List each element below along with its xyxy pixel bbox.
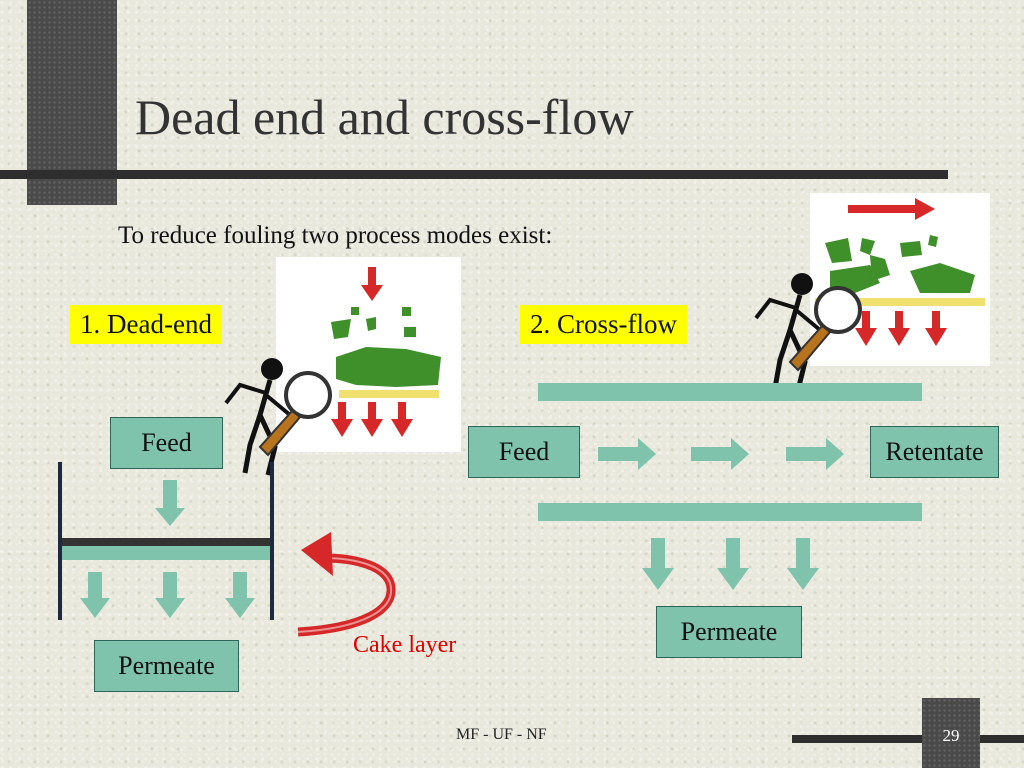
cross-flow-retentate-box: Retentate [870,426,999,478]
dead-end-label: 1. Dead-end [70,305,222,344]
cross-flow-label: 2. Cross-flow [520,305,687,344]
page-number: 29 [922,698,980,768]
cross-flow-permeate-arrows-icon [638,536,828,592]
dead-end-feed-box: Feed [110,417,223,469]
permeate-down-arrows-icon [80,572,255,618]
cross-flow-feed-box: Feed [468,426,580,478]
red-permeate-arrows-icon [855,311,947,346]
magnifier-figure-icon [750,270,865,395]
cross-flow-membrane [538,503,922,521]
membrane-strip [815,298,985,306]
title-underline [0,170,948,179]
cross-flow-particles-illustration [810,193,990,366]
dead-end-permeate-box: Permeate [94,640,239,692]
feed-down-arrow-icon [155,480,185,526]
cake-layer-label: Cake layer [353,632,457,658]
dead-end-vessel [55,460,280,630]
membrane-strip [339,390,439,398]
footer-line-left [792,735,922,743]
dead-end-particles-illustration [276,257,461,452]
particle-cluster-icon [331,307,441,387]
slide-title: Dead end and cross-flow [135,89,634,145]
footer-text: MF - UF - NF [456,726,547,743]
magnifier-figure-icon [220,355,335,480]
footer-line-right [980,735,1024,743]
cross-flow-top-wall [538,383,922,401]
particle-cluster-icon [825,235,975,293]
red-permeate-arrows-icon [331,402,413,437]
cross-flow-permeate-box: Permeate [656,606,802,658]
cross-flow-right-arrows-icon [596,434,856,474]
red-down-arrow-icon [361,267,383,301]
slide-subtitle: To reduce fouling two process modes exis… [118,222,553,249]
red-right-arrow-icon [848,198,935,220]
cake-layer-curved-arrow-icon [293,510,403,645]
